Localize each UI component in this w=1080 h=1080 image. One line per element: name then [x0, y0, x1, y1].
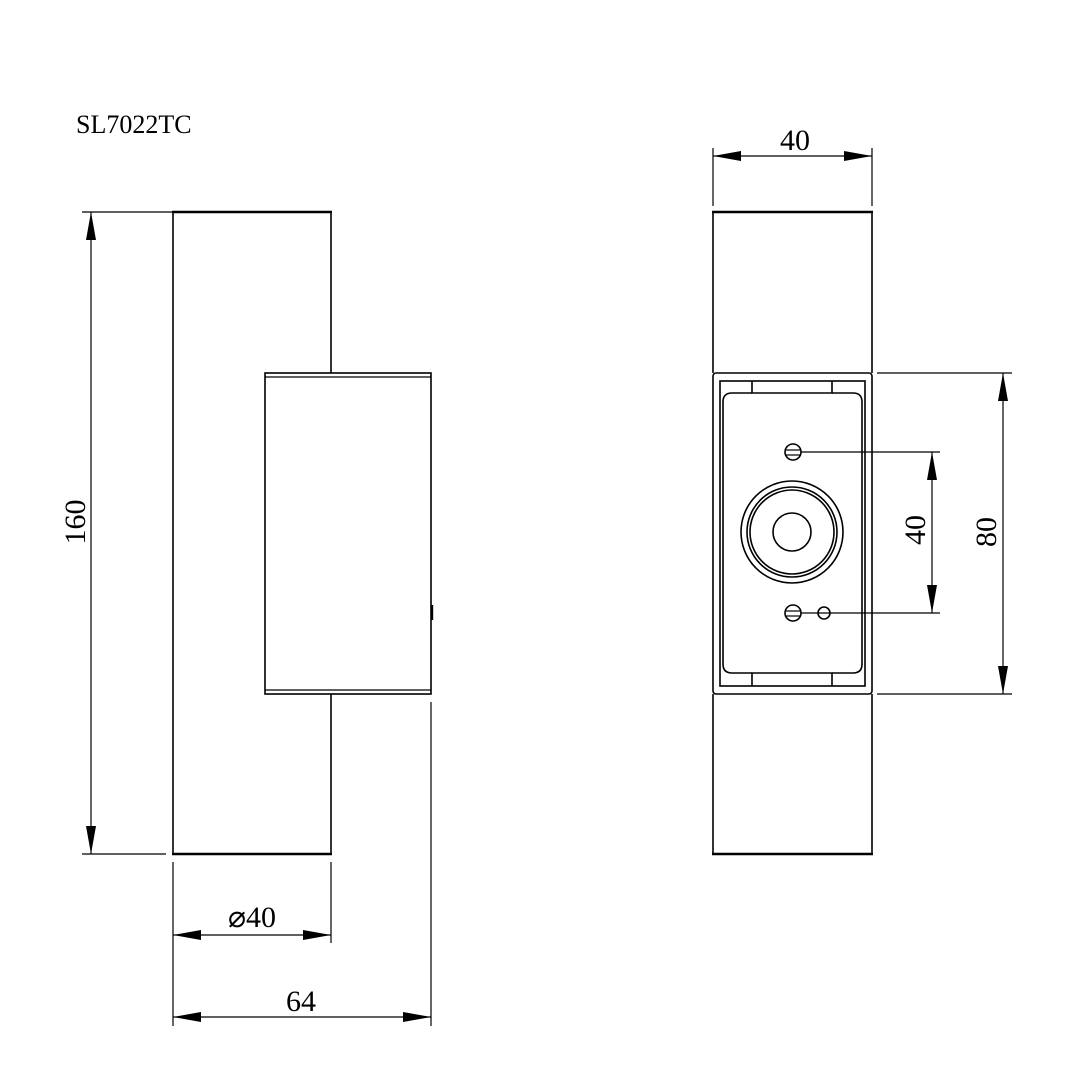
depth-dimension: 64	[286, 985, 316, 1018]
hole-spacing-dimension: 40	[899, 515, 932, 545]
diameter-dimension: ⌀40	[228, 901, 276, 934]
model-label: SL7022TC	[76, 110, 192, 139]
side-view: 160 ⌀40 64	[59, 210, 434, 1026]
height-dimension: 160	[59, 500, 92, 545]
width-dimension: 40	[780, 124, 810, 157]
plate-height-dimension: 80	[970, 517, 1003, 547]
front-view: 40 40 80	[712, 124, 1012, 856]
